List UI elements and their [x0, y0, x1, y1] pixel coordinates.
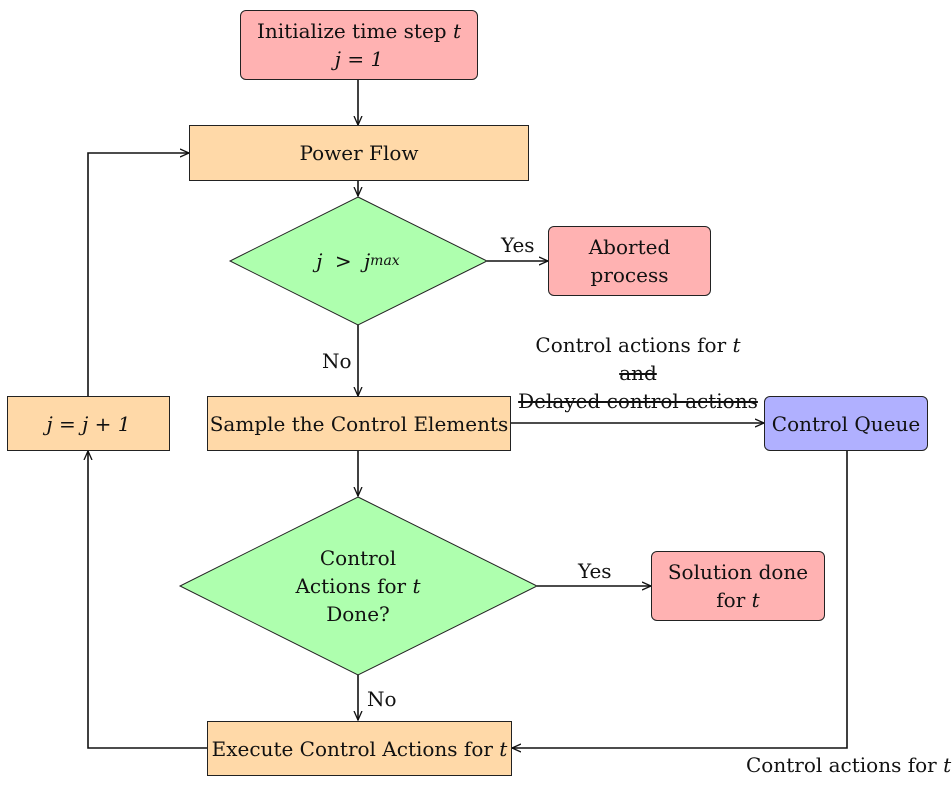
label-to-queue: Control actions for t and Delayed contro…: [518, 331, 758, 415]
decision-jmax-label: j > j: [316, 249, 371, 273]
label-to-queue-t: t: [732, 333, 741, 357]
power-flow-label: Power Flow: [299, 141, 419, 165]
solution-line1: Solution done: [667, 560, 809, 584]
label-to-queue-line2: and: [619, 361, 657, 385]
decision-jmax-sub: max: [370, 253, 400, 269]
aborted-line1: Aborted: [588, 235, 671, 259]
label-yes-abort: Yes: [501, 233, 535, 257]
decision-done-line2: Actions for: [295, 574, 407, 598]
label-yes-solution: Yes: [578, 559, 612, 583]
solution-line2: for: [716, 588, 746, 612]
sample-label: Sample the Control Elements: [209, 411, 509, 436]
control-queue-label: Control Queue: [771, 411, 921, 436]
label-to-queue-line3: Delayed control actions: [518, 389, 758, 413]
increment-label: j = j + 1: [46, 411, 131, 436]
execute-node: Execute Control Actions for t: [207, 721, 512, 776]
label-no-sample: No: [322, 349, 352, 373]
label-from-queue-t: t: [943, 753, 952, 777]
solution-var-t: t: [751, 588, 760, 612]
sample-node: Sample the Control Elements: [207, 396, 511, 451]
init-var-t: t: [452, 19, 461, 43]
aborted-node: Aborted process: [548, 226, 711, 296]
init-node: Initialize time step t j = 1: [240, 10, 478, 80]
label-from-queue-text: Control actions for: [746, 753, 937, 777]
arrow-queue-to-execute: [512, 451, 848, 748]
label-from-queue: Control actions for t: [746, 751, 951, 779]
arrow-execute-to-increment: [88, 451, 207, 749]
power-flow-node: Power Flow: [189, 125, 529, 181]
arrow-increment-to-powerflow: [87, 153, 189, 396]
execute-label: Execute Control Actions for: [211, 736, 493, 761]
execute-var-t: t: [499, 736, 508, 761]
init-line2: j = 1: [334, 47, 384, 71]
control-queue-node: Control Queue: [764, 396, 928, 451]
decision-done-line1: Control: [319, 546, 397, 570]
decision-done-text: Control Actions for t Done?: [270, 542, 446, 630]
aborted-line2: process: [590, 263, 669, 287]
init-line1: Initialize time step: [257, 19, 447, 43]
decision-done-line3: Done?: [326, 602, 390, 626]
solution-node: Solution done for t: [651, 551, 825, 621]
increment-node: j = j + 1: [7, 396, 170, 451]
label-no-execute: No: [367, 687, 397, 711]
label-to-queue-line1: Control actions for: [535, 333, 727, 357]
decision-done-var-t: t: [412, 574, 421, 598]
